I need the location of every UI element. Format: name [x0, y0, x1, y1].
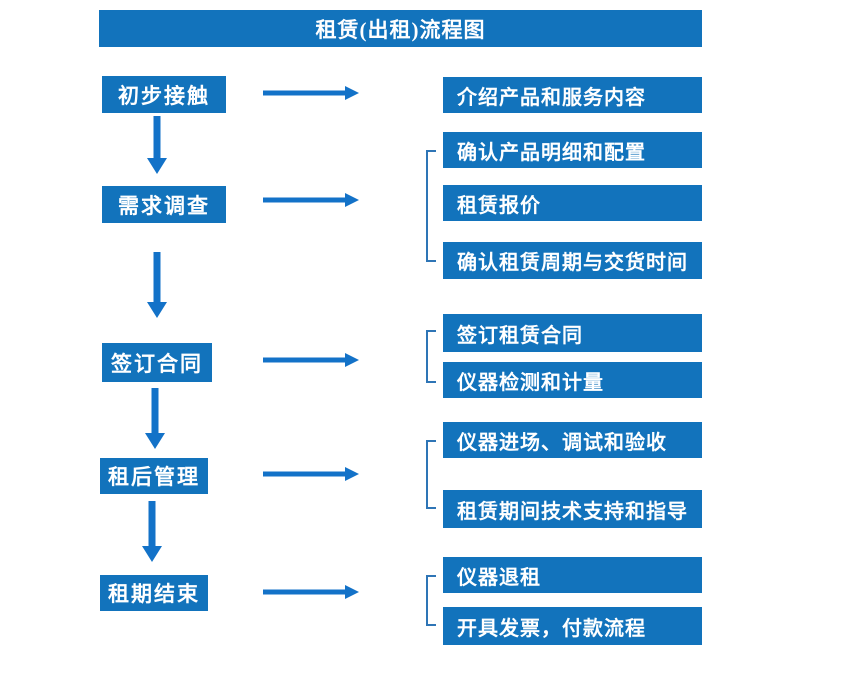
arrow-right-icon [263, 353, 359, 367]
detail-tech-support-guidance: 租赁期间技术支持和指导 [443, 490, 702, 528]
detail-rental-quote: 租赁报价 [443, 185, 702, 221]
arrow-down-icon [142, 501, 162, 562]
bracket-demand-survey-group [426, 150, 436, 262]
bracket-post-rental-group [426, 440, 436, 509]
detail-instrument-entry-debug-acceptance: 仪器进场、调试和验收 [443, 422, 702, 458]
step-sign-contract: 签订合同 [102, 343, 212, 382]
detail-introduce-products-services: 介绍产品和服务内容 [443, 77, 702, 113]
step-post-rental-management: 租后管理 [100, 458, 208, 494]
arrow-right-icon [263, 193, 359, 207]
detail-instrument-return: 仪器退租 [443, 557, 702, 593]
detail-confirm-product-config: 确认产品明细和配置 [443, 132, 702, 168]
diagram-title: 租赁(出租)流程图 [99, 10, 702, 47]
step-demand-survey: 需求调查 [102, 186, 226, 223]
bracket-rental-end-group [426, 575, 436, 626]
arrow-right-icon [263, 86, 359, 100]
arrow-right-icon [263, 585, 359, 599]
step-rental-end: 租期结束 [100, 575, 208, 611]
step-initial-contact: 初步接触 [102, 76, 226, 113]
detail-confirm-period-delivery: 确认租赁周期与交货时间 [443, 242, 702, 279]
arrow-right-icon [263, 467, 359, 481]
detail-instrument-testing-metering: 仪器检测和计量 [443, 362, 702, 398]
arrow-down-icon [145, 388, 165, 449]
bracket-sign-contract-group [426, 330, 436, 383]
detail-sign-rental-contract: 签订租赁合同 [443, 314, 702, 352]
detail-invoice-payment-process: 开具发票，付款流程 [443, 607, 702, 645]
arrow-down-icon [147, 116, 167, 174]
arrow-down-icon [147, 252, 167, 318]
